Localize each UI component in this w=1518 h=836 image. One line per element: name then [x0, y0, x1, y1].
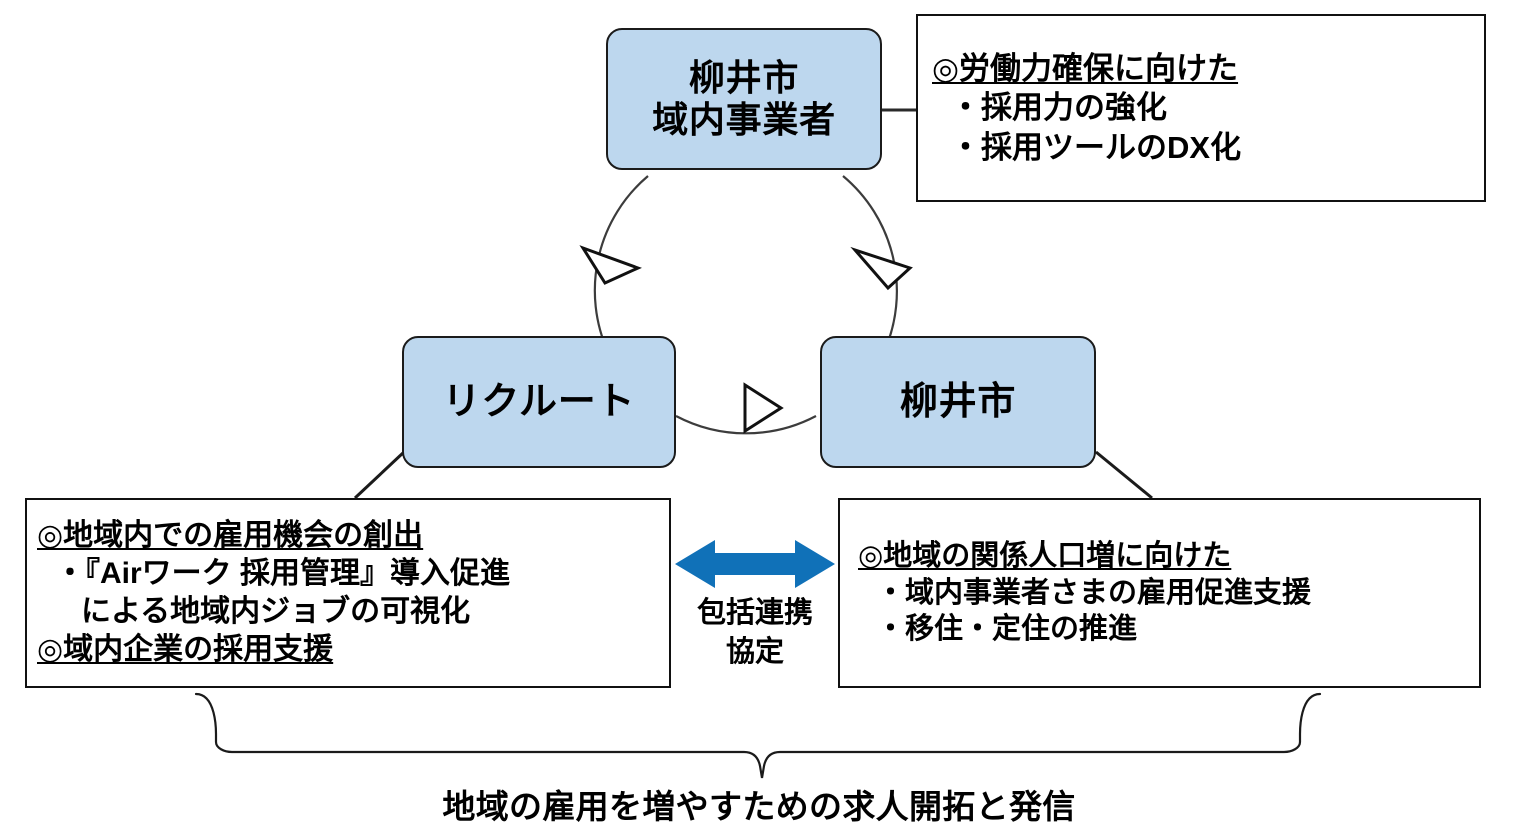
detail-bottomleft-line-4: ◎域内企業の採用支援: [37, 632, 334, 666]
detail-box-local-employment: ◎地域内での雇用機会の創出 ・『Airワーク 採用管理』導入促進 による地域内ジ…: [25, 498, 671, 688]
pact-label-line1: 包括連携: [696, 597, 813, 629]
connector-recruit-to-bottomleft: [353, 450, 406, 500]
detail-box-labor-force: ◎労働力確保に向けた ・採用力の強化 ・採用ツールのDX化: [916, 14, 1486, 202]
cycle-arc-right: [842, 175, 898, 353]
bottom-brace: [194, 692, 1322, 779]
cycle-arc-bottom: [675, 415, 817, 435]
node-yanaishi-domestic-business[interactable]: 柳井市 域内事業者: [606, 28, 882, 170]
pact-label-line2: 協定: [725, 636, 784, 669]
cycle-arrowhead-left-icon: [579, 245, 642, 285]
connector-yanaishi-to-bottomright: [1095, 450, 1153, 500]
node-yanaishi-label: 柳井市: [899, 380, 1017, 423]
node-jigyosha-line2: 域内事業者: [652, 99, 836, 140]
node-jigyosha-line1: 柳井市: [688, 56, 800, 98]
detail-bottomleft-line-3: による地域内ジョブの可視化: [81, 595, 471, 628]
detail-bottomleft-line-1: ◎地域内での雇用機会の創出: [37, 519, 424, 553]
comprehensive-partnership-group: 包括連携 協定: [672, 536, 838, 688]
node-recruit-label: リクルート: [442, 380, 636, 423]
cycle-arrowhead-right-icon: [850, 246, 913, 291]
detail-topright-line-3: ・採用ツールのDX化: [950, 129, 1242, 165]
detail-bottomright-line-1: ◎地域の関係人口増に向けた: [858, 540, 1232, 573]
bottom-caption: 地域の雇用を増やすための求人開拓と発信: [442, 788, 1076, 825]
detail-topright-line-1: ◎労働力確保に向けた: [932, 51, 1239, 87]
cycle-arc-left: [593, 175, 649, 353]
detail-box-related-population: ◎地域の関係人口増に向けた ・域内事業者さまの雇用促進支援 ・移住・定住の推進: [838, 498, 1481, 688]
detail-bottomright-line-3: ・移住・定住の推進: [876, 613, 1138, 646]
node-recruit[interactable]: リクルート: [402, 336, 676, 468]
detail-bottomright-line-2: ・域内事業者さまの雇用促進支援: [876, 576, 1312, 609]
detail-bottomleft-line-2: ・『Airワーク 採用管理』導入促進: [55, 557, 511, 591]
cycle-arrowhead-bottom-icon: [743, 382, 784, 434]
detail-topright-line-2: ・採用力の強化: [950, 90, 1167, 126]
node-yanaishi-city[interactable]: 柳井市: [820, 336, 1096, 468]
double-arrow-icon: [675, 540, 835, 588]
